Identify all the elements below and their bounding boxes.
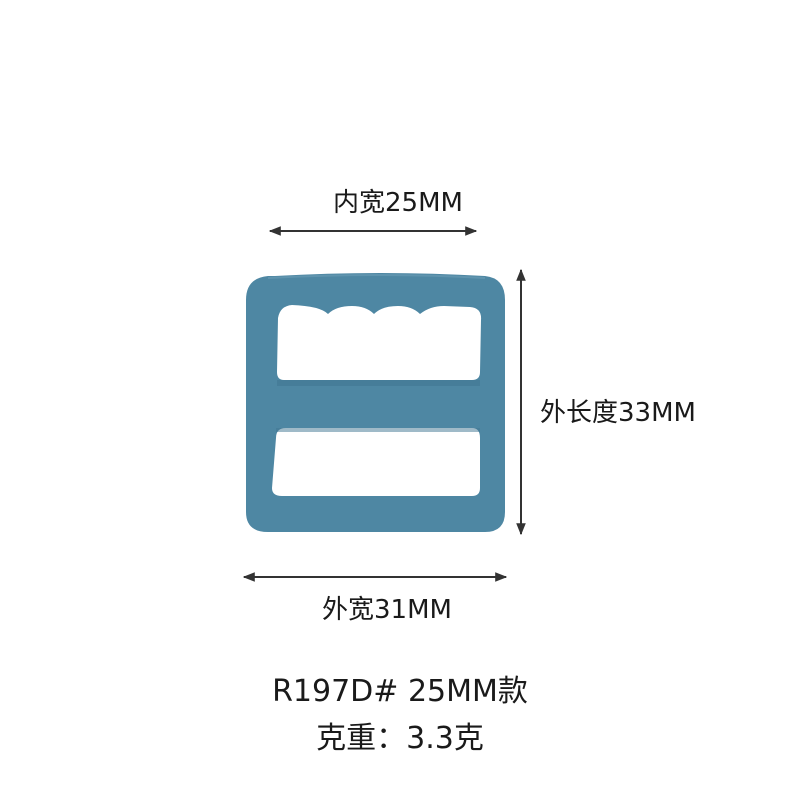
weight-caption: 克重：3.3克: [316, 721, 484, 756]
buckle-frame: [246, 273, 505, 532]
buckle-lower-inner-shadow: [276, 428, 480, 432]
outer-width-label: 外宽31MM: [322, 595, 452, 625]
buckle-image: [246, 273, 505, 532]
buckle-crossbar-shadow: [277, 380, 480, 386]
outer-length-label: 外长度33MM: [540, 398, 696, 428]
inner-width-label: 内宽25MM: [333, 188, 463, 218]
buckle-outer-edge-highlight: [267, 274, 486, 279]
model-caption: R197D# 25MM款: [272, 674, 528, 709]
